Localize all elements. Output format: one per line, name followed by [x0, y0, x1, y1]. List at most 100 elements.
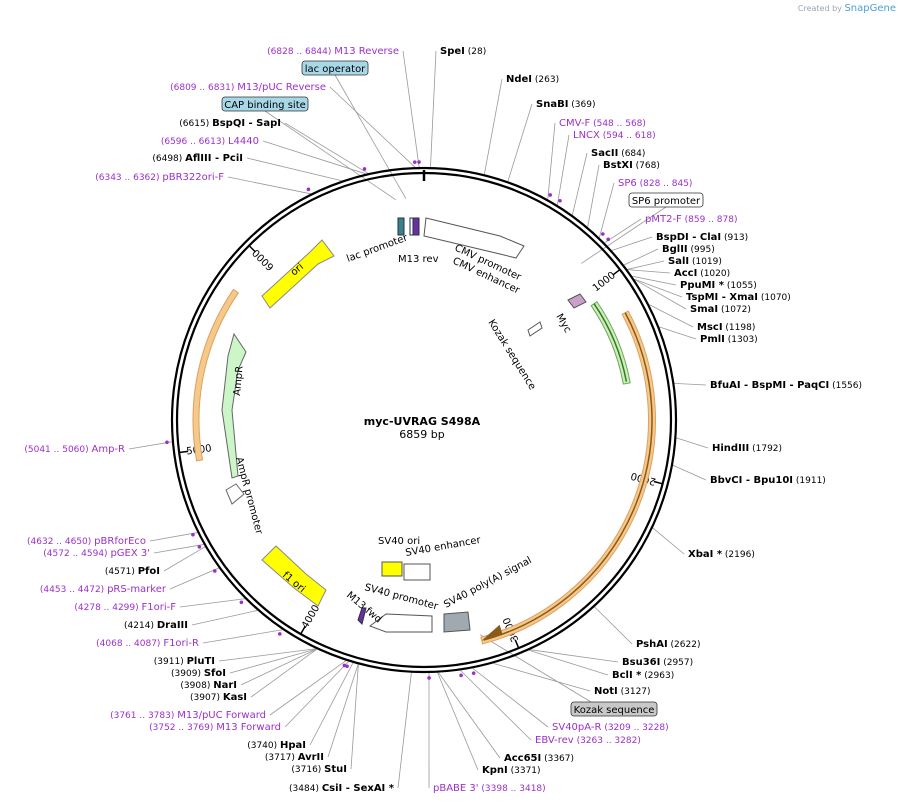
leader-line — [547, 122, 556, 200]
primer-mark — [606, 237, 611, 242]
ori-arrow — [261, 239, 335, 309]
primer-site-ebv-rev: EBV-rev (3263 .. 3282) — [535, 735, 641, 746]
enzyme-site-bspdi-clai: BspDI - ClaI (913) — [656, 232, 748, 243]
primer-site-m13-puc-forward: (3761 .. 3783) M13/pUC Forward — [110, 710, 266, 721]
tick-4000 — [300, 625, 306, 635]
leader-line — [493, 662, 591, 692]
leader-line — [179, 598, 245, 608]
sv40-ori-block — [381, 561, 403, 577]
snapgene-watermark: Created by SnapGene — [797, 3, 896, 14]
enzyme-site-acc65i: Acc65I (3367) — [504, 753, 574, 764]
enzyme-site-bbvci-bpu10i: BbvCI - Bpu10I (1911) — [710, 475, 826, 486]
enzyme-site-bsu36i: Bsu36I (2957) — [622, 657, 693, 668]
primer-mark — [412, 160, 417, 164]
primer-mark — [601, 232, 605, 236]
leader-line — [153, 544, 204, 554]
leader-line — [507, 103, 533, 182]
snapgene-logo: SnapGene — [844, 3, 896, 14]
leader-line — [309, 662, 354, 746]
enzyme-site-bfuai-bspmi-paqci: BfuAI - BspMI - PaqCI (1556) — [710, 380, 862, 391]
kozak-sequence-label: Kozak sequence — [574, 705, 655, 716]
leader-line — [402, 50, 420, 168]
primer-site-f1ori-f: (4278 .. 4299) F1ori-F — [74, 602, 176, 613]
enzyme-site-bspqi-sapi: (6615) BspQI - SapI — [179, 118, 281, 129]
enzyme-site-sacii: SacII (684) — [591, 148, 645, 159]
primer-mark — [345, 664, 349, 669]
leader-line — [240, 648, 317, 686]
ampr-promoter-arrow — [225, 483, 245, 505]
enzyme-site-draiii: (4214) DraIII — [124, 620, 188, 631]
enzyme-site-nari: (3908) NarI — [180, 680, 237, 691]
primer-mark — [459, 673, 463, 678]
uvrag-orf-arrowhead — [481, 624, 503, 641]
feature-label-sv40-poly-a-signal: SV40 poly(A) signal — [442, 555, 533, 611]
leader-line — [530, 649, 619, 663]
primer-mark — [471, 671, 476, 675]
leader-line — [284, 661, 349, 728]
ampr-region-highlight — [192, 288, 240, 462]
leader-line — [634, 278, 683, 298]
myc-tag-line — [593, 303, 628, 382]
enzyme-site-noti: NotI (3127) — [594, 686, 651, 697]
myc-block — [567, 293, 587, 309]
enzyme-site-stui: (3716) StuI — [291, 764, 347, 775]
uvrag-orf-highlight — [480, 310, 656, 645]
leader-line — [430, 50, 437, 168]
leader-line — [437, 672, 479, 771]
leader-line — [163, 546, 206, 572]
cap-binding-site-label: CAP binding site — [224, 100, 306, 111]
leader-line — [246, 157, 342, 182]
tick-2000 — [653, 480, 663, 485]
tick-6000 — [248, 245, 256, 253]
enzyme-site-hindiii: HindIII (1792) — [712, 443, 782, 454]
leader-line — [250, 648, 318, 698]
primer-mark — [306, 187, 311, 192]
enzyme-site-acci: AccI (1020) — [674, 268, 730, 279]
leader-line — [128, 441, 173, 450]
enzyme-site-avrii: (3717) AvrII — [265, 752, 324, 763]
leader-line — [627, 269, 671, 274]
enzyme-site-smai: SmaI (1072) — [690, 304, 751, 315]
leader-line — [594, 606, 633, 645]
primer-site-pbabe-3: pBABE 3' (3398 .. 3418) — [433, 783, 546, 794]
leader-line — [634, 279, 687, 310]
enzyme-site-tspmi-xmai: TspMI - XmaI (1070) — [686, 292, 791, 303]
feature-label-ampr: AmpR — [232, 365, 246, 396]
leader-line — [264, 110, 397, 201]
leader-line — [472, 667, 549, 728]
leader-line — [528, 649, 609, 676]
leader-line — [611, 236, 653, 251]
feature-label-m13-rev: M13 rev — [398, 254, 439, 265]
leader-line — [169, 567, 219, 590]
primer-site-pbr322ori-f: (6343 .. 6362) pBR322ori-F — [95, 172, 224, 183]
myc-tag-highlight — [590, 301, 631, 385]
leader-line — [598, 182, 615, 238]
plasmid-name: myc-UVRAG S498A — [364, 415, 481, 428]
leader-line — [269, 660, 347, 716]
enzyme-site-bglii: BglII (995) — [662, 244, 715, 255]
primer-site-amp-r: (5041 .. 5060) Amp-R — [24, 444, 125, 455]
feature-arrows — [165, 160, 656, 680]
sp6-promoter-label-box — [628, 192, 704, 208]
primer-mark — [362, 167, 367, 171]
primer-site-pbrforeco: (4632 .. 4650) pBRforEco — [27, 536, 146, 547]
primer-site-m13-puc-reverse: (6809 .. 6831) M13/pUC Reverse — [170, 82, 326, 93]
leader-line — [438, 672, 501, 759]
leader-line — [483, 78, 503, 175]
leader-line — [218, 648, 317, 662]
tick-1000 — [612, 268, 621, 276]
cmv-enhancer-arrow — [423, 217, 525, 259]
enzyme-site-snabi: SnaBI (369) — [536, 99, 595, 110]
enzyme-site-pfoi: (4571) PfoI — [105, 566, 160, 577]
leader-line — [227, 176, 311, 195]
leader-line — [674, 382, 707, 386]
primer-mark — [191, 532, 195, 537]
primer-site-m13-forward: (3752 .. 3769) M13 Forward — [149, 722, 281, 733]
primer-mark — [427, 676, 431, 680]
f1-ori-arrow — [261, 545, 327, 607]
leader-line — [632, 275, 677, 286]
sv40-promoter-arrow — [368, 613, 433, 633]
primer-site-m13-reverse: (6828 .. 6844) M13 Reverse — [267, 46, 399, 57]
leader-line — [229, 648, 317, 674]
kozak-block — [527, 321, 543, 337]
